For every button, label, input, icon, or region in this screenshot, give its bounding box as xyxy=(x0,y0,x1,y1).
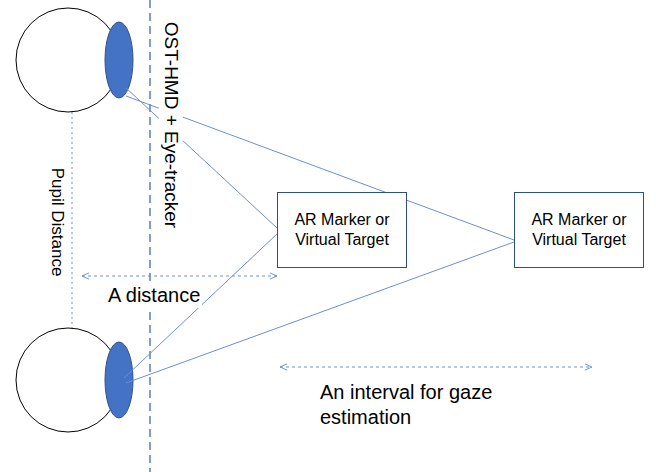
axis-label: OST-HMD + Eye-tracker xyxy=(159,20,183,230)
box-label: AR Marker or Virtual Target xyxy=(286,210,398,250)
pupil xyxy=(105,342,133,418)
dimension-arrow xyxy=(82,276,277,277)
box-content: AR Marker or Virtual Target xyxy=(523,210,635,250)
dimension-label: An interval for gaze estimation xyxy=(318,380,557,430)
target-box: AR Marker or Virtual Target xyxy=(277,192,407,268)
eye xyxy=(16,8,120,112)
gaze-line xyxy=(126,88,277,228)
box-content: AR Marker or Virtual Target xyxy=(286,210,398,250)
eye xyxy=(16,328,120,432)
hmd-plane xyxy=(149,0,151,472)
pupil xyxy=(105,22,133,98)
dimension-label: A distance xyxy=(106,283,202,308)
box-label: AR Marker or Virtual Target xyxy=(523,210,635,250)
dimension-arrow xyxy=(280,367,592,368)
target-box: AR Marker or Virtual Target xyxy=(514,192,644,268)
axis-label: Pupil Distance xyxy=(46,166,67,279)
